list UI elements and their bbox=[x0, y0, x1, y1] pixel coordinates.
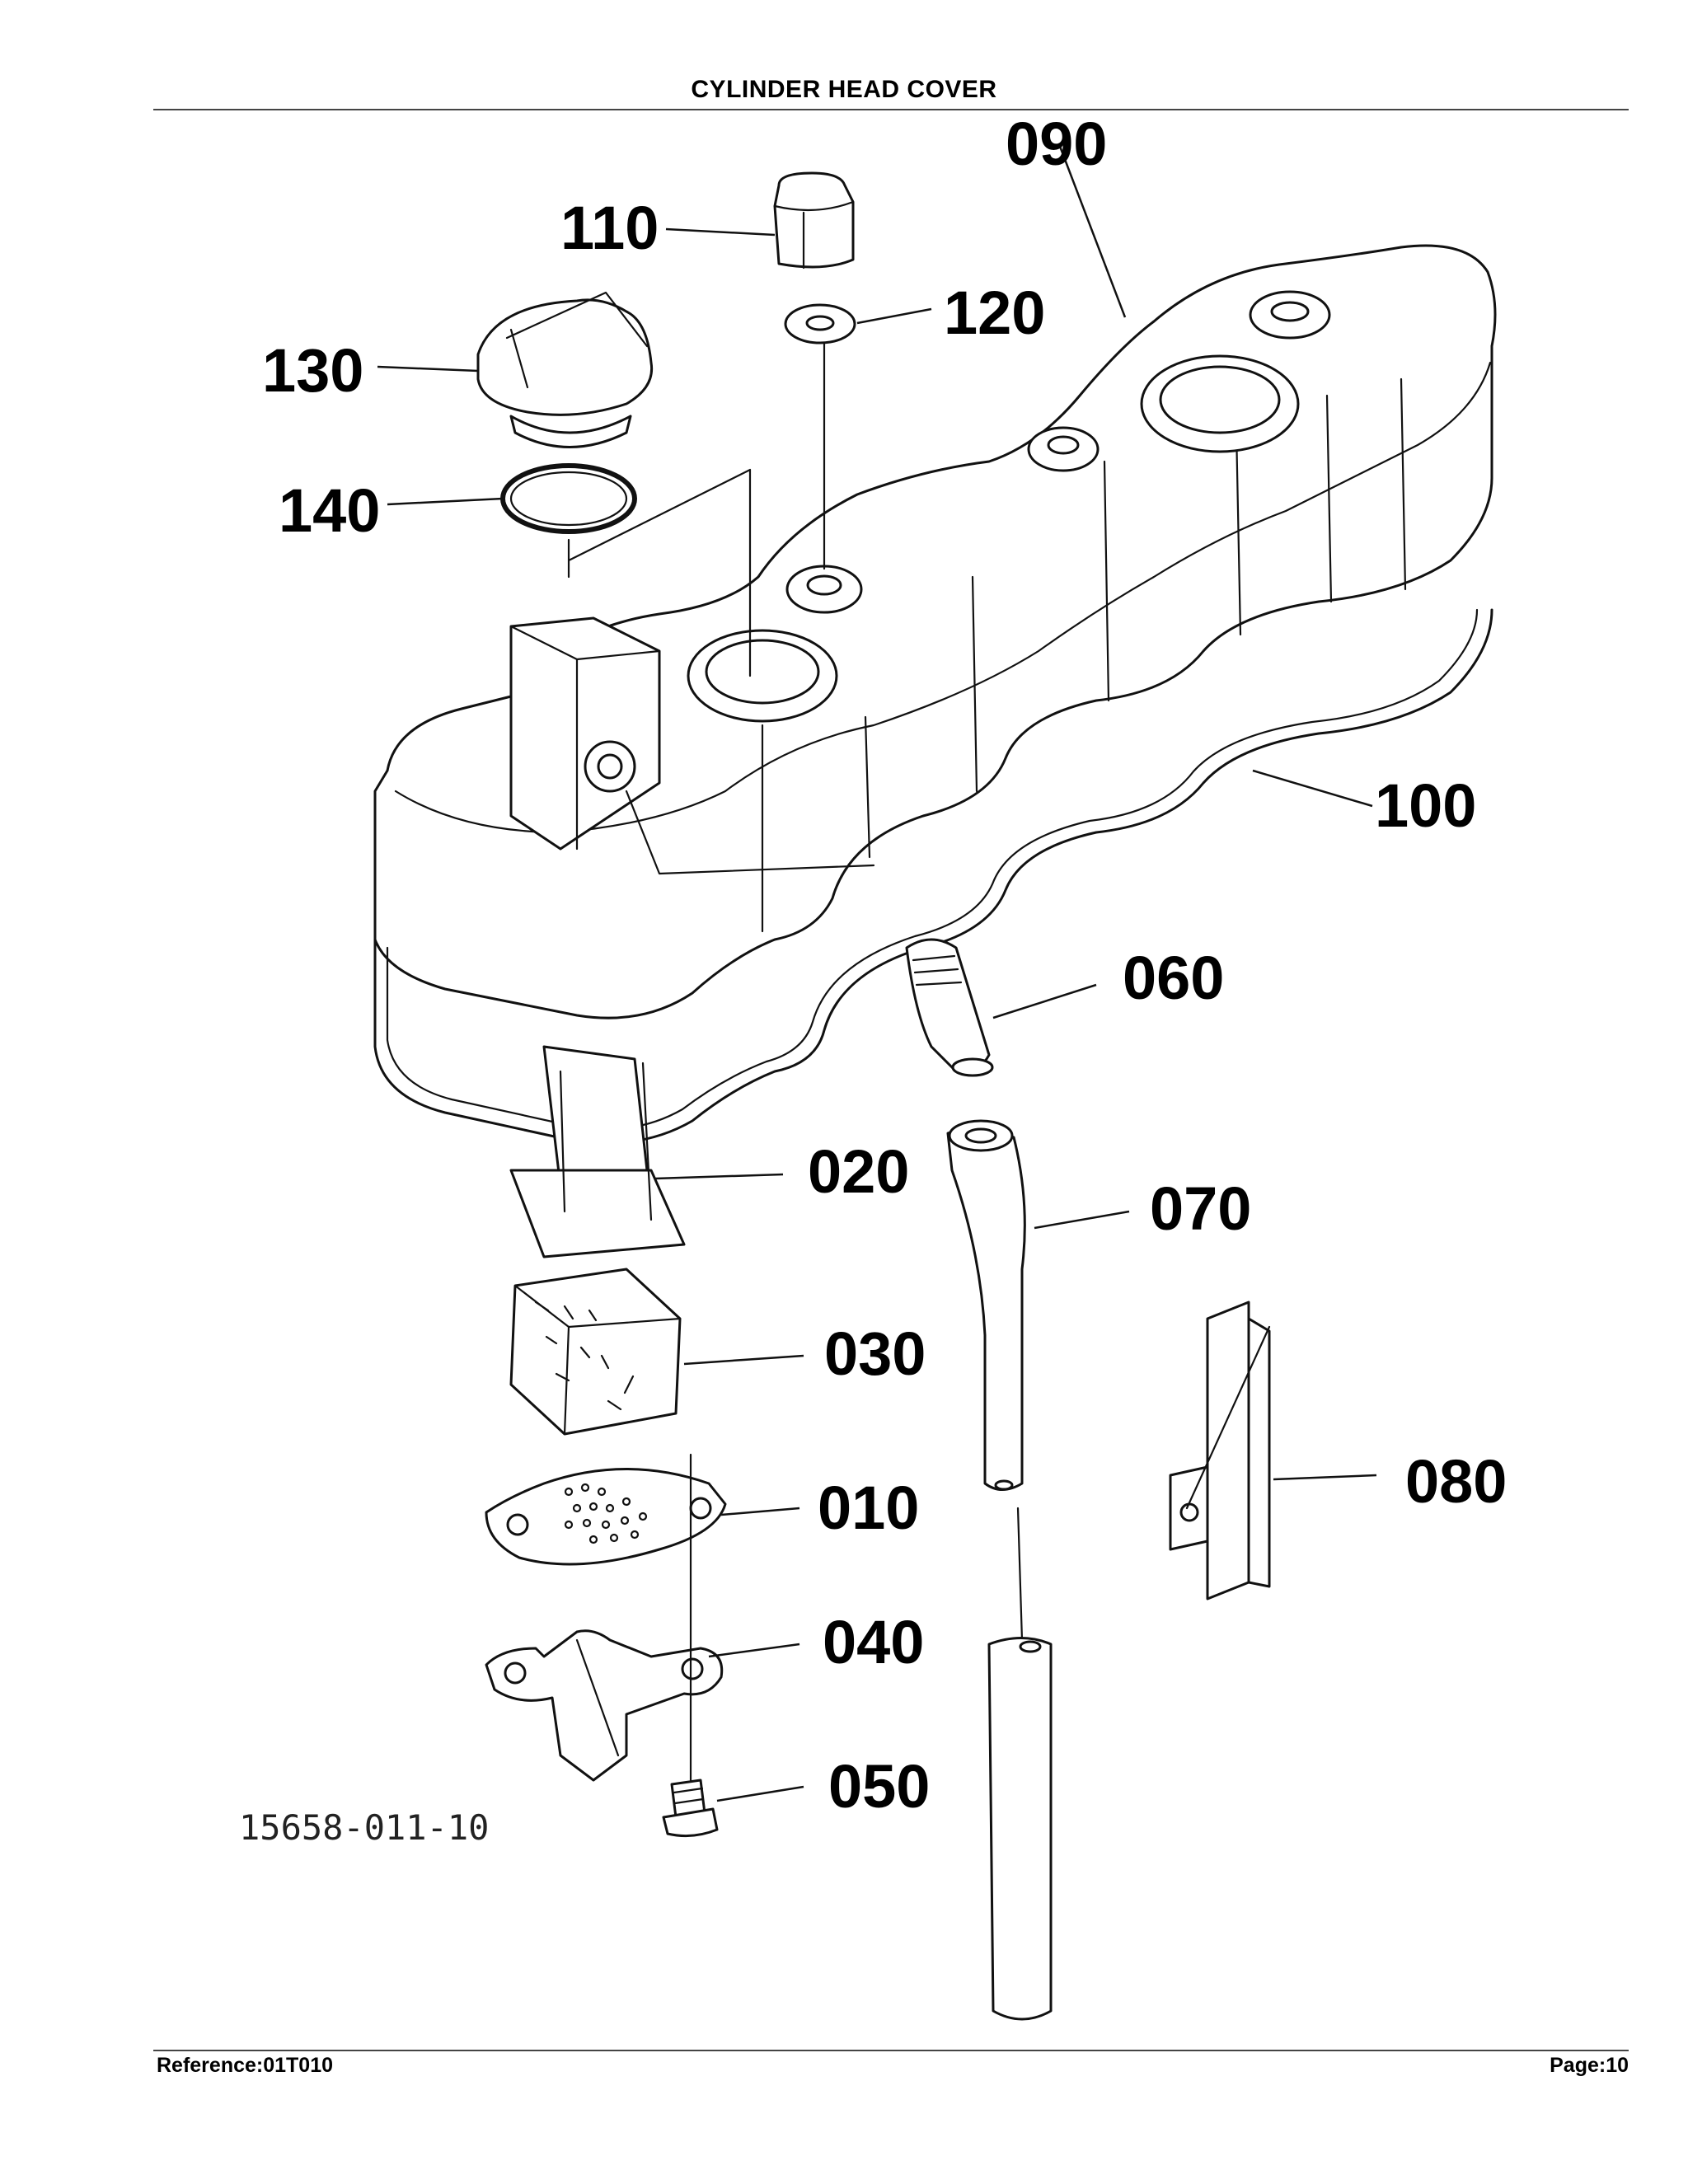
callout-010: 010 bbox=[818, 1474, 919, 1542]
callout-130: 130 bbox=[262, 336, 363, 405]
o-ring-drawing bbox=[500, 463, 637, 534]
callout-080: 080 bbox=[1405, 1447, 1507, 1516]
callout-020: 020 bbox=[808, 1137, 909, 1206]
callout-110: 110 bbox=[560, 194, 659, 262]
footer-page-number: Page:10 bbox=[1550, 2054, 1629, 2077]
callout-030: 030 bbox=[824, 1319, 926, 1388]
clamp-bracket-drawing bbox=[1169, 1301, 1271, 1601]
callout-090: 090 bbox=[1006, 110, 1107, 178]
gasket-drawing bbox=[373, 608, 1493, 1145]
page-title: CYLINDER HEAD COVER bbox=[691, 76, 997, 103]
callout-140: 140 bbox=[279, 476, 380, 545]
footer-reference: Reference:01T010 bbox=[157, 2054, 334, 2077]
footer-divider bbox=[153, 2050, 1629, 2051]
leader-lines bbox=[377, 143, 1377, 1802]
assembly-guide-lines bbox=[567, 328, 826, 677]
callout-100: 100 bbox=[1375, 771, 1476, 840]
breather-duct-drawing bbox=[509, 1045, 686, 1258]
filter-element-drawing bbox=[509, 1268, 682, 1436]
header-divider bbox=[153, 109, 1629, 110]
plate-drawing bbox=[485, 1468, 727, 1566]
callout-070: 070 bbox=[1150, 1174, 1251, 1243]
cylinder-head-cover-drawing bbox=[373, 244, 1497, 1019]
screw-drawing bbox=[662, 1779, 719, 1838]
cap-nut-drawing bbox=[773, 171, 855, 269]
callout-040: 040 bbox=[823, 1608, 924, 1676]
oil-filler-cap-drawing bbox=[476, 291, 654, 448]
breather-pipe-drawing bbox=[946, 1119, 1053, 2021]
callout-120: 120 bbox=[944, 279, 1045, 347]
washer-drawing bbox=[784, 303, 856, 344]
callout-050: 050 bbox=[828, 1752, 930, 1821]
callout-060: 060 bbox=[1123, 944, 1224, 1012]
cover-plate-drawing bbox=[485, 1629, 724, 1782]
breather-hose-drawing bbox=[905, 938, 994, 1077]
drawing-number: 15658-011-10 bbox=[239, 1807, 489, 1848]
